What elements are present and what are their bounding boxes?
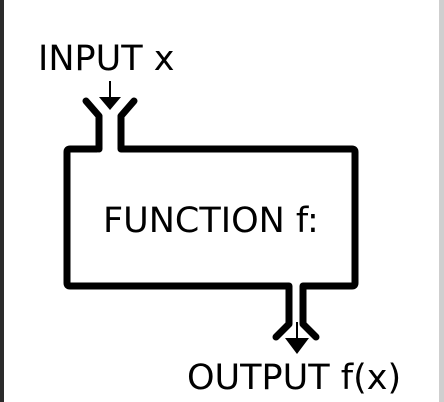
right-edge-border (439, 0, 444, 402)
function-box (63, 97, 359, 341)
left-edge-border (0, 0, 4, 402)
output-label: OUTPUT f(x) (187, 358, 401, 398)
input-label: INPUT x (38, 39, 174, 79)
input-arrow-icon (99, 81, 121, 110)
output-arrow-icon (285, 322, 309, 354)
function-label: FUNCTION f: (103, 201, 319, 241)
